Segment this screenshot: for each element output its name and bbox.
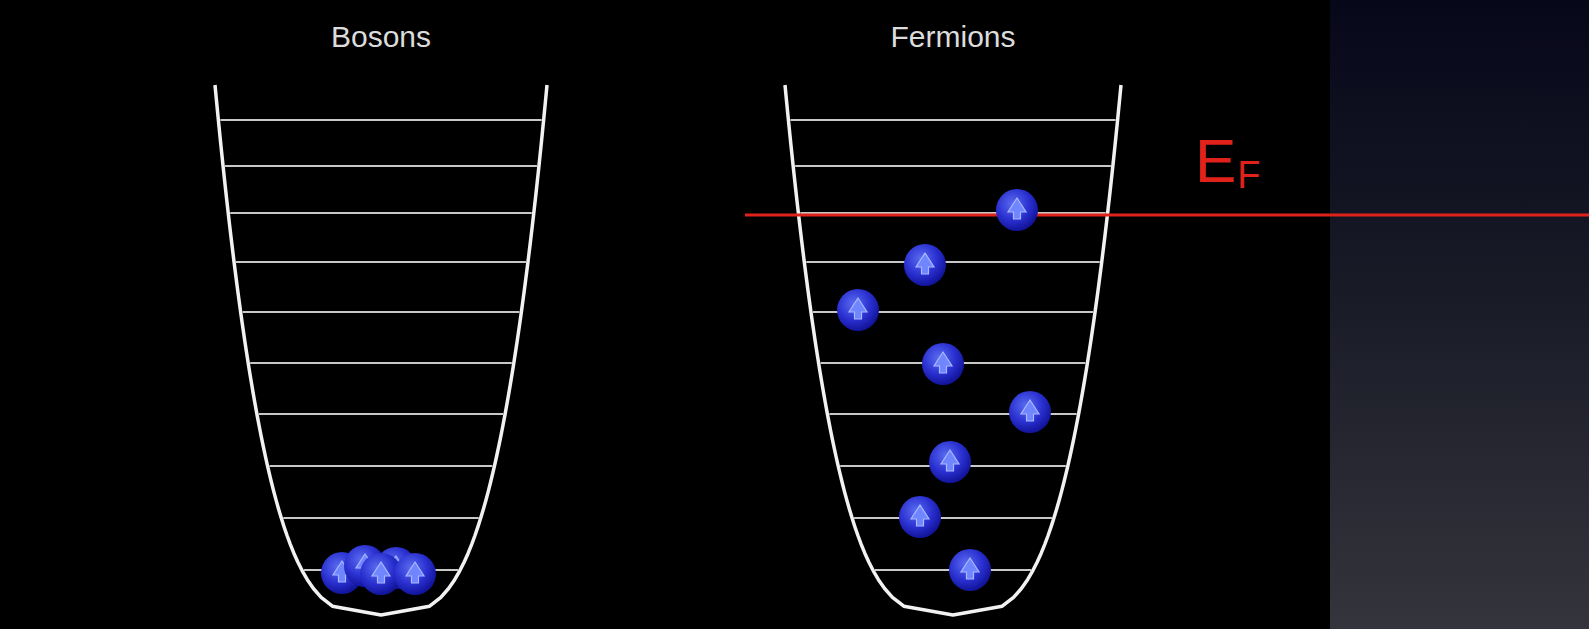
spin-arrow xyxy=(911,505,929,526)
particle xyxy=(394,553,436,595)
well-title: Bosons xyxy=(331,20,431,53)
fermi-energy-subscript: F xyxy=(1237,154,1260,196)
particle-body xyxy=(1009,391,1051,433)
spin-arrow xyxy=(372,562,390,583)
image-ground xyxy=(0,0,1330,629)
particle-body xyxy=(394,553,436,595)
energy-level xyxy=(230,212,532,214)
particle-body xyxy=(837,289,879,331)
energy-level xyxy=(795,165,1111,167)
particle xyxy=(899,496,941,538)
particle-body xyxy=(949,549,991,591)
particle-body xyxy=(996,189,1038,231)
particle-body xyxy=(929,441,971,483)
energy-level xyxy=(854,517,1052,519)
spin-arrow xyxy=(406,562,424,583)
particle xyxy=(1009,391,1051,433)
fermi-level-line xyxy=(745,214,1589,217)
particle xyxy=(996,189,1038,231)
energy-level xyxy=(236,261,526,263)
fermi-energy-symbol-box: E xyxy=(1195,130,1236,192)
spin-arrow xyxy=(961,558,979,579)
particle xyxy=(837,289,879,331)
energy-level xyxy=(220,119,541,121)
well-outline xyxy=(215,85,547,615)
fermi-energy-symbol: E xyxy=(1195,126,1236,195)
energy-level xyxy=(243,311,520,313)
particle xyxy=(922,343,964,385)
spin-arrow xyxy=(849,298,867,319)
particle xyxy=(904,244,946,286)
energy-level xyxy=(283,517,478,519)
wells-group xyxy=(215,85,1121,615)
particle-body xyxy=(899,496,941,538)
particles-group xyxy=(321,189,1051,595)
particle xyxy=(929,441,971,483)
energy-level xyxy=(250,362,512,364)
potential-well xyxy=(215,85,547,615)
well-title-box: Fermions xyxy=(890,22,1015,52)
energy-level xyxy=(806,261,1099,263)
spin-arrow xyxy=(916,253,934,274)
energy-level xyxy=(790,119,1115,121)
potential-well xyxy=(785,85,1121,615)
spin-arrow xyxy=(1008,198,1026,219)
particle xyxy=(949,549,991,591)
fermi-energy-subscript-box: F xyxy=(1237,156,1260,194)
energy-level xyxy=(259,413,503,415)
particle-body xyxy=(922,343,964,385)
spin-arrow xyxy=(941,450,959,471)
well-outline xyxy=(785,85,1121,615)
energy-level xyxy=(225,165,537,167)
particle-body xyxy=(904,244,946,286)
well-title-box: Bosons xyxy=(331,22,431,52)
energy-level xyxy=(270,465,493,467)
spin-arrow xyxy=(1021,400,1039,421)
well-title: Fermions xyxy=(890,20,1015,53)
spin-arrow xyxy=(934,352,952,373)
